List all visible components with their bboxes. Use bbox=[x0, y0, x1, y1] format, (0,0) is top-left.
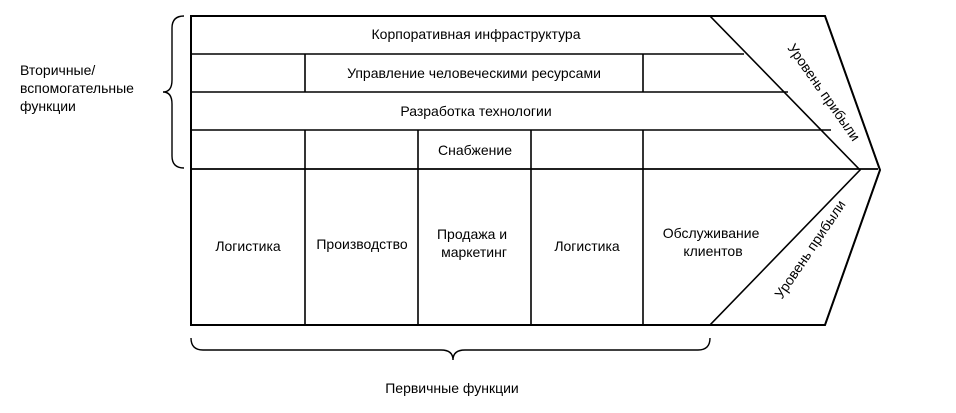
primary-label-line: маркетинг bbox=[441, 244, 507, 260]
support-label-technology: Разработка технологии bbox=[400, 103, 551, 119]
primary-label-operations: Производство bbox=[316, 236, 407, 252]
primary-functions-label: Первичные функции bbox=[385, 380, 519, 396]
value-chain-outline bbox=[190, 15, 882, 326]
support-label-hr: Управление человеческими ресурсами bbox=[347, 65, 601, 81]
primary-label-line: Логистика bbox=[215, 238, 281, 254]
secondary-label-line: Вторичные/ bbox=[20, 62, 95, 78]
support-label-procurement: Снабжение bbox=[438, 142, 512, 158]
primary-label-inbound-logistics: Логистика bbox=[215, 238, 281, 254]
primary-label-line: Продажа и bbox=[437, 226, 507, 242]
secondary-functions-label: Вторичные/ вспомогательные функции bbox=[20, 62, 138, 114]
primary-label-line: Логистика bbox=[554, 238, 620, 254]
primary-brace bbox=[190, 337, 711, 361]
secondary-brace bbox=[162, 15, 185, 169]
primary-label-service: Обслуживание клиентов bbox=[663, 225, 764, 259]
primary-label-outbound-logistics: Логистика bbox=[554, 238, 620, 254]
primary-label-line: клиентов bbox=[683, 243, 742, 259]
margin-boundary bbox=[708, 15, 881, 326]
primary-label-line: Производство bbox=[316, 236, 407, 252]
secondary-label-line: функции bbox=[20, 98, 76, 114]
primary-label-sales-marketing: Продажа и маркетинг bbox=[437, 226, 511, 260]
support-label-infrastructure: Корпоративная инфраструктура bbox=[372, 26, 581, 42]
secondary-label-line: вспомогательные bbox=[20, 80, 134, 96]
primary-label-line: Обслуживание bbox=[663, 225, 760, 241]
